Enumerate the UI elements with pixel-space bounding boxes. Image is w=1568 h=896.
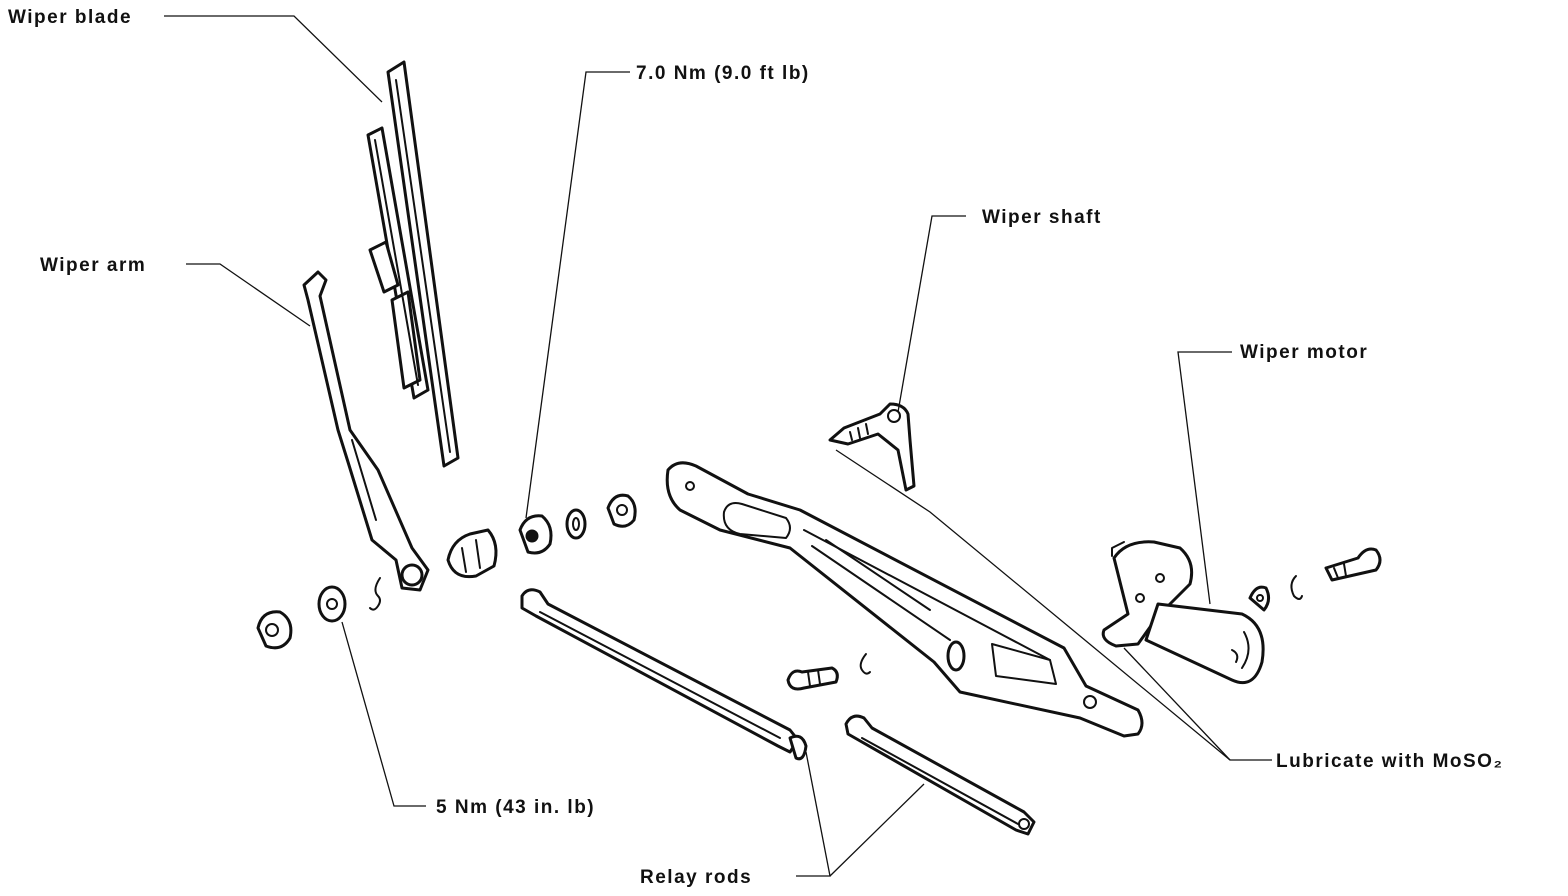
motor-bolt bbox=[1324, 547, 1382, 582]
label-relay-rods: Relay rods bbox=[640, 867, 752, 888]
wiper-shaft bbox=[828, 402, 916, 492]
linkage-frame bbox=[665, 461, 1144, 738]
shaft-bushing bbox=[606, 493, 637, 528]
wiper-blade bbox=[366, 60, 460, 468]
label-torque-5nm: 5 Nm (43 in. lb) bbox=[436, 797, 595, 818]
linkage-clip bbox=[859, 653, 871, 675]
linkage-bolt bbox=[786, 666, 839, 691]
label-lubricate: Lubricate with MoSO₂ bbox=[1276, 751, 1503, 772]
relay-rod-short bbox=[844, 714, 1036, 836]
relay-rod-long bbox=[520, 588, 808, 761]
label-wiper-motor: Wiper motor bbox=[1240, 342, 1368, 363]
label-wiper-shaft: Wiper shaft bbox=[982, 207, 1102, 228]
wiper-arm bbox=[302, 270, 430, 592]
label-torque-7nm: 7.0 Nm (9.0 ft lb) bbox=[636, 63, 810, 84]
label-wiper-arm: Wiper arm bbox=[40, 255, 146, 276]
shaft-nut bbox=[518, 514, 553, 555]
spring-washer bbox=[317, 585, 347, 623]
wiper-motor bbox=[1101, 540, 1265, 685]
retaining-clip bbox=[369, 577, 381, 611]
leader-lines bbox=[164, 15, 1272, 877]
arm-nut bbox=[256, 610, 293, 650]
motor-washer bbox=[1290, 575, 1303, 600]
pivot-bushing bbox=[446, 528, 498, 579]
flat-washer bbox=[565, 508, 587, 540]
motor-grommet bbox=[1248, 585, 1271, 612]
label-wiper-blade: Wiper blade bbox=[8, 7, 132, 28]
